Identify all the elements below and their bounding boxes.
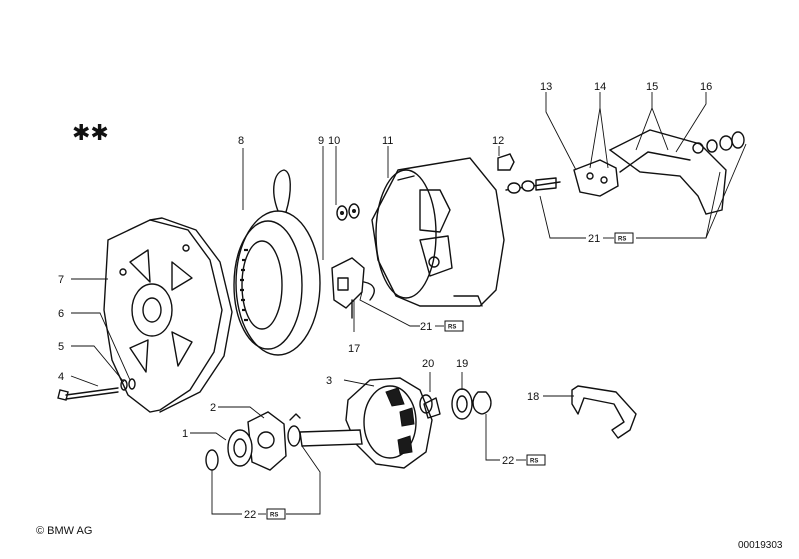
svg-text:RS: RS	[448, 325, 456, 331]
callout-16: 16	[700, 81, 712, 93]
retaining-clip	[571, 385, 637, 439]
rear-bearing	[419, 388, 473, 420]
svg-text:RS: RS	[270, 513, 278, 519]
brush-holder	[331, 257, 375, 319]
copyright-notice: © BMW AG	[36, 525, 93, 537]
rs-badge-22-bottom: RS	[266, 508, 286, 520]
callout-18: 18	[527, 391, 539, 403]
drive-end-bracket	[103, 217, 233, 413]
document-number: 00019303	[738, 540, 783, 551]
callout-9: 9	[318, 135, 324, 147]
callout-4: 4	[58, 371, 64, 383]
callout-12: 12	[492, 135, 504, 147]
callout-6: 6	[58, 308, 64, 320]
callout-1: 1	[182, 428, 188, 440]
callout-11: 11	[382, 135, 393, 147]
through-bolt	[57, 378, 136, 401]
callout-3: 3	[326, 375, 332, 387]
svg-text:RS: RS	[618, 237, 626, 243]
front-bearing-group	[205, 411, 301, 471]
slip-ring-end-housing	[371, 157, 505, 307]
callout-2: 2	[210, 402, 216, 414]
callout-13: 13	[540, 81, 552, 93]
callout-7: 7	[58, 274, 64, 286]
callout-21-top: 21	[588, 233, 600, 245]
o-ring	[472, 391, 492, 415]
callout-10: 10	[328, 135, 340, 147]
rs-badge-21-mid: RS	[444, 320, 464, 332]
callout-15: 15	[646, 81, 658, 93]
callout-8: 8	[238, 135, 244, 147]
rs-badge-22-right: RS	[526, 454, 546, 466]
leader-lines	[70, 92, 747, 515]
callout-22-right: 22	[502, 455, 514, 467]
cap	[497, 153, 515, 171]
callout-21-mid: 21	[420, 321, 432, 333]
callout-5: 5	[58, 341, 64, 353]
rotor	[299, 377, 441, 469]
callout-22-bottom: 22	[244, 509, 256, 521]
callout-17: 17	[348, 343, 360, 355]
callout-19: 19	[456, 358, 468, 370]
svg-text:RS: RS	[530, 459, 538, 465]
callout-14: 14	[594, 81, 606, 93]
stator	[233, 169, 321, 356]
rs-badge-21-top: RS	[614, 232, 634, 244]
double-star-mark: ✱✱	[72, 121, 109, 146]
regulator-assembly	[505, 129, 745, 215]
callout-20: 20	[422, 358, 434, 370]
washers-10	[336, 203, 360, 221]
